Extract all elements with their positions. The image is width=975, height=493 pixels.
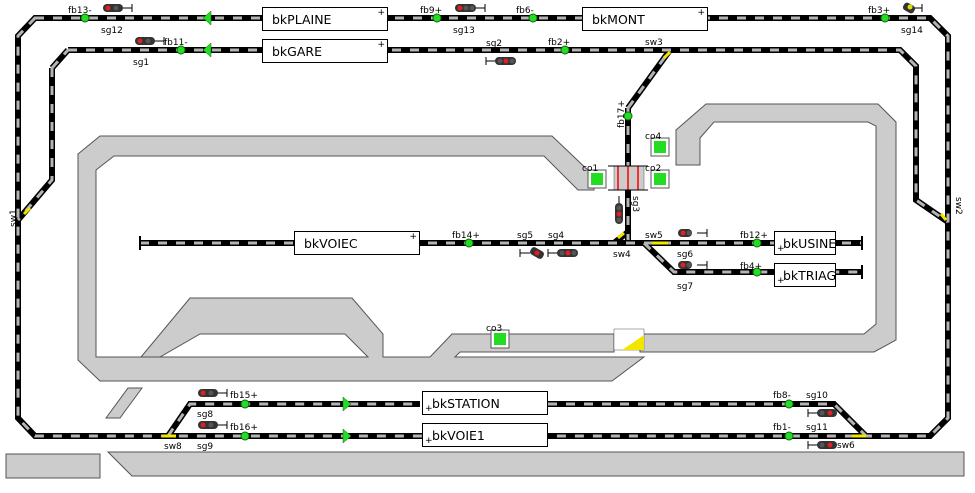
fb16-label: fb16+ xyxy=(230,423,258,433)
block-name: bkGARE xyxy=(272,44,322,59)
sw3-label: sw3 xyxy=(645,38,663,48)
sw5-label: sw5 xyxy=(645,231,663,241)
block-marker: + xyxy=(777,244,785,254)
sg4-label: sg4 xyxy=(548,231,565,241)
sw4-label: sw4 xyxy=(613,250,631,260)
fb9-label: fb9+ xyxy=(420,6,443,16)
crossing-sensors[interactable] xyxy=(490,137,670,349)
fb15-label: fb15+ xyxy=(230,391,258,401)
sw8-label: sw8 xyxy=(164,442,182,452)
block-name: bkUSINE xyxy=(783,236,837,251)
block-marker: + xyxy=(777,276,785,286)
fb6-label: fb6- xyxy=(516,6,534,16)
direction-arrows xyxy=(202,10,352,444)
block-name: bkTRIAG xyxy=(783,268,837,283)
block-marker: + xyxy=(425,436,433,446)
fb3-label: fb3+ xyxy=(868,6,891,16)
block-name: bkPLAINE xyxy=(272,12,332,27)
block-bkvoie1[interactable]: bkVOIE1 + xyxy=(422,423,548,447)
sg13-label: sg13 xyxy=(453,26,475,36)
fb14-label: fb14+ xyxy=(452,231,480,241)
sg14-label: sg14 xyxy=(901,26,923,36)
fb2-label: fb2+ xyxy=(548,38,571,48)
level-crossing[interactable] xyxy=(608,165,648,191)
sg11-label: sg11 xyxy=(806,423,828,433)
selected-segment xyxy=(622,335,644,350)
sw2-label: sw2 xyxy=(953,197,963,215)
block-name: bkVOIE1 xyxy=(432,428,485,443)
co2-label: co2 xyxy=(645,164,662,174)
sg5-label: sg5 xyxy=(517,231,534,241)
sg6-label: sg6 xyxy=(677,250,694,260)
block-marker: + xyxy=(377,8,385,18)
sw1-label: sw1 xyxy=(9,209,19,227)
block-bkvoiec[interactable]: bkVOIEC + xyxy=(294,231,420,255)
block-name: bkMONT xyxy=(592,12,645,27)
block-marker: + xyxy=(425,404,433,414)
sg9-label: sg9 xyxy=(197,442,214,452)
fb1-label: fb1- xyxy=(773,423,791,433)
block-marker: + xyxy=(377,40,385,50)
sg8-label: sg8 xyxy=(197,410,214,420)
block-name: bkSTATION xyxy=(432,396,500,411)
fb4-label: fb4+ xyxy=(740,262,763,272)
sg1-label: sg1 xyxy=(133,58,150,68)
block-bkusine[interactable]: bkUSINE + xyxy=(774,231,836,255)
block-bktriag[interactable]: bkTRIAG + xyxy=(774,263,836,287)
feedback-sensors[interactable] xyxy=(80,13,890,441)
sg7-label: sg7 xyxy=(677,282,694,292)
fb8-label: fb8- xyxy=(773,391,791,401)
fb17-label: fb17+ xyxy=(617,100,627,128)
block-bkplaine[interactable]: bkPLAINE + xyxy=(262,7,388,31)
block-marker: + xyxy=(697,8,705,18)
co4-label: co4 xyxy=(645,132,662,142)
scenery xyxy=(5,103,965,479)
fb12-label: fb12+ xyxy=(740,231,768,241)
block-marker: + xyxy=(409,232,417,242)
fb13-label: fb13- xyxy=(68,6,92,16)
block-bkgare[interactable]: bkGARE + xyxy=(262,39,388,63)
co3-label: co3 xyxy=(486,324,503,334)
block-name: bkVOIEC xyxy=(304,236,358,251)
signals[interactable] xyxy=(103,2,923,449)
sg10-label: sg10 xyxy=(806,391,828,401)
block-bkmont[interactable]: bkMONT + xyxy=(582,7,708,31)
sg3-label: sg3 xyxy=(630,196,640,213)
block-bkstation[interactable]: bkSTATION + xyxy=(422,391,548,415)
sw6-label: sw6 xyxy=(837,441,855,451)
co1-label: co1 xyxy=(582,164,599,174)
sg12-label: sg12 xyxy=(101,26,123,36)
fb11-label: fb11- xyxy=(164,38,188,48)
sg2-label: sg2 xyxy=(486,39,503,49)
